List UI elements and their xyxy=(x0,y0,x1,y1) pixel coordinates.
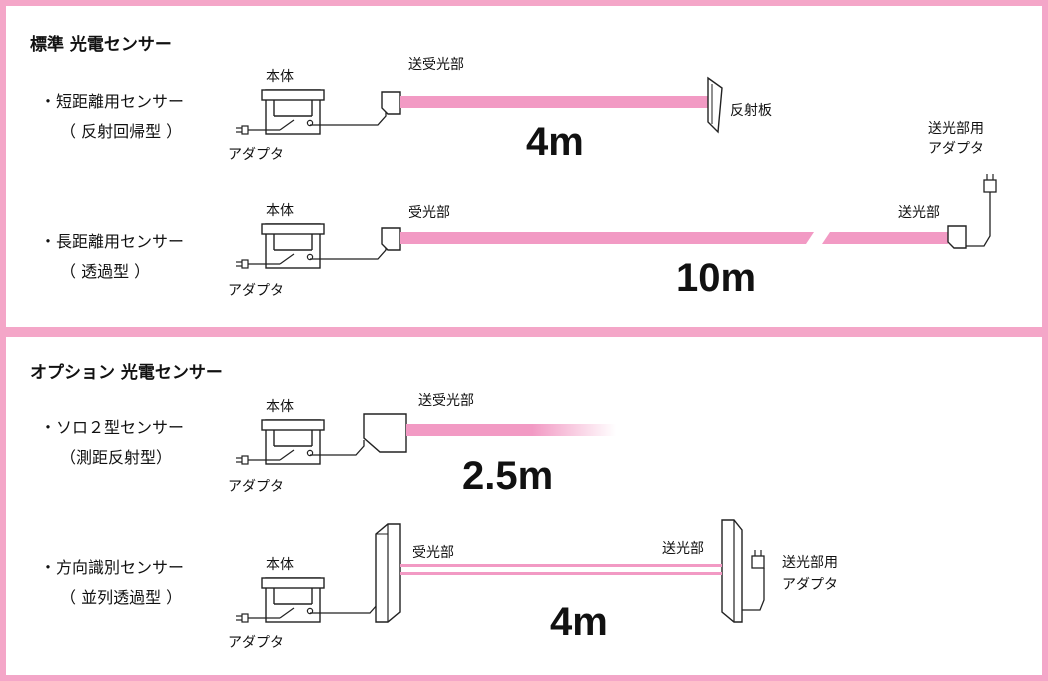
long-range-unit-label: 本体 xyxy=(266,203,294,219)
direction-emitter-adapter-label-2: アダプタ xyxy=(782,577,838,593)
short-range-sensor-label: 送受光部 xyxy=(408,57,464,73)
long-range-emitter-cable xyxy=(966,192,991,247)
solo2-unit-label: 本体 xyxy=(266,399,294,415)
frame-border-left xyxy=(0,0,6,681)
solo2-beam xyxy=(406,424,616,436)
direction-emitter-label: 送光部 xyxy=(662,541,704,557)
reflector-label: 反射板 xyxy=(730,103,772,119)
direction-receiver-label: 受光部 xyxy=(412,545,454,561)
solo2-cable xyxy=(310,440,365,456)
long-range-adapter-label: アダプタ xyxy=(228,283,284,299)
solo2-sensor-name: ・ソロ２型センサー xyxy=(40,418,185,437)
long-range-beam-right xyxy=(822,232,948,244)
long-range-emitter-adapter-label-1: 送光部用 xyxy=(928,121,984,137)
short-range-main-unit xyxy=(235,89,325,135)
direction-emitter-cable xyxy=(742,568,765,611)
solo2-adapter-label: アダプタ xyxy=(228,479,284,495)
solo2-sensor-head xyxy=(363,413,407,453)
direction-beam-2 xyxy=(400,572,722,575)
direction-beam-1 xyxy=(400,564,722,567)
frame-border-bottom xyxy=(0,675,1048,681)
frame-border-right xyxy=(1042,0,1048,681)
long-range-emitter-head xyxy=(947,225,967,249)
option-section-title: オプション 光電センサー xyxy=(30,363,223,383)
short-range-sensor-type: （ 反射回帰型 ） xyxy=(60,122,183,141)
direction-emitter-adapter-label-1: 送光部用 xyxy=(782,555,838,571)
section-divider xyxy=(0,327,1048,337)
reflector-plate xyxy=(707,76,723,134)
direction-emitter-pole xyxy=(721,519,743,623)
short-range-adapter-label: アダプタ xyxy=(228,147,284,163)
direction-receiver-pole xyxy=(375,523,401,623)
direction-distance: 4m xyxy=(550,600,608,644)
short-range-beam xyxy=(400,96,710,108)
long-range-emitter-adapter-label-2: アダプタ xyxy=(928,141,984,157)
solo2-sensor-label: 送受光部 xyxy=(418,393,474,409)
long-range-receiver-label: 受光部 xyxy=(408,205,450,221)
long-range-emitter-label: 送光部 xyxy=(898,205,940,221)
long-range-emitter-adapter xyxy=(983,179,997,193)
long-range-main-unit xyxy=(235,223,325,269)
long-range-receiver-head xyxy=(381,227,401,251)
direction-sensor-type: （ 並列透過型 ） xyxy=(60,588,183,607)
short-range-cable xyxy=(310,100,387,126)
long-range-sensor-type: （ 透過型 ） xyxy=(60,262,151,281)
direction-unit-label: 本体 xyxy=(266,557,294,573)
long-range-sensor-name: ・長距離用センサー xyxy=(40,232,185,251)
solo2-distance: 2.5m xyxy=(462,454,554,498)
standard-section-title: 標準 光電センサー xyxy=(30,35,172,55)
short-range-sensor-name: ・短距離用センサー xyxy=(40,92,185,111)
direction-emitter-adapter xyxy=(751,555,765,569)
frame-border-top xyxy=(0,0,1048,6)
direction-adapter-label: アダプタ xyxy=(228,635,284,651)
short-range-sensor-head xyxy=(381,91,401,115)
long-range-distance: 10m xyxy=(676,256,757,300)
long-range-beam-left xyxy=(400,232,814,244)
short-range-distance: 4m xyxy=(526,120,584,164)
direction-sensor-name: ・方向識別センサー xyxy=(40,558,185,577)
direction-main-unit xyxy=(235,577,325,623)
short-range-unit-label: 本体 xyxy=(266,69,294,85)
long-range-cable xyxy=(310,234,387,260)
solo2-sensor-type: （測距反射型） xyxy=(60,448,173,467)
solo2-main-unit xyxy=(235,419,325,465)
